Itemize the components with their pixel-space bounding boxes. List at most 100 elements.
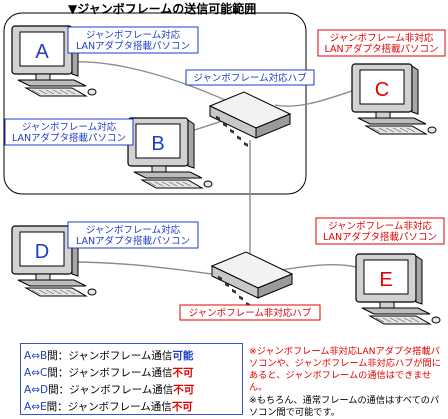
monitor-stand (35, 73, 51, 81)
legend-from: A (24, 401, 32, 413)
legend-row-ab: A⇔B間：ジャンボフレーム通信可能 (24, 348, 193, 363)
legend-arrow: ⇔ (31, 384, 40, 396)
notes: ※ジャンボフレーム非対応LANアダプタ搭載パソコンや、ジャンボフレーム非対応ハブ… (249, 346, 445, 419)
pc-c: C (351, 63, 437, 135)
hub-label-frame (185, 69, 315, 86)
monitor-screen (363, 259, 409, 295)
legend-result: 可能 (172, 350, 194, 362)
hub-label-top: ジャンボフレーム対応ハブ (185, 69, 315, 86)
hub-top (208, 91, 292, 147)
cable-c-hub (274, 89, 356, 107)
keyboard-key (59, 289, 69, 295)
mouse (431, 316, 441, 324)
monitor-side (415, 255, 423, 305)
label-frame (67, 26, 199, 54)
keyboard-key (59, 89, 69, 95)
pc-letter: B (151, 133, 164, 155)
hub-port (230, 128, 234, 134)
keyboard (140, 179, 204, 189)
monitor-stand (151, 165, 167, 173)
monitor-screen (19, 31, 65, 67)
keyboard-key (392, 127, 402, 133)
label-line2: LANアダプタ搭載パソコン (76, 235, 190, 247)
label-frame (4, 118, 134, 146)
hub-port (232, 288, 236, 294)
pc-letter: A (35, 41, 49, 63)
hub-port (223, 122, 227, 128)
hub-side-face (255, 113, 291, 139)
label-line1: ジャンボフレーム非対応 (328, 220, 432, 232)
legend-from: A (24, 350, 32, 362)
keyboard-key (154, 181, 164, 187)
pc-base (357, 117, 427, 125)
legend-row-ad: A⇔D間：ジャンボフレーム通信不可 (24, 382, 194, 397)
monitor-stand (375, 111, 391, 119)
legend-result: 不可 (172, 367, 194, 379)
pc-label-c: ジャンボフレーム非対応LANアダプタ搭載パソコン (317, 29, 446, 57)
pc-base (133, 171, 203, 179)
keyboard-key (45, 289, 55, 295)
label-frame (315, 217, 445, 245)
monitor-screen (19, 231, 65, 267)
legend-box: A⇔B間：ジャンボフレーム通信可能 A⇔C間：ジャンボフレーム通信不可 A⇔D間… (20, 343, 243, 415)
keyboard-key (396, 317, 406, 323)
monitor-stand (35, 273, 51, 281)
keyboard-key (403, 317, 413, 323)
hub-label-frame (179, 304, 321, 321)
label-line2: LANアダプタ搭載パソコン (76, 40, 190, 52)
hub-label-bottom: ジャンボフレーム非対応ハブ (179, 304, 321, 321)
hub-port (218, 275, 222, 281)
keyboard-key (182, 181, 192, 187)
legend-row-ac: A⇔C間：ジャンボフレーム通信不可 (24, 365, 194, 380)
keyboard-key (38, 289, 48, 295)
cable-e-hub (281, 264, 361, 271)
legend-arrow: ⇔ (31, 367, 40, 379)
keyboard-key (410, 317, 420, 323)
label-line2: LANアダプタ搭載パソコン (324, 43, 438, 55)
label-line2: LANアダプタ搭載パソコン (12, 132, 126, 144)
keyboard (24, 287, 88, 297)
hub-port (239, 295, 243, 301)
legend-to: C (40, 367, 48, 379)
pc-b: B (127, 117, 213, 189)
legend-arrow: ⇔ (31, 401, 40, 413)
legend-row-ae: A⇔E間：ジャンボフレーム通信不可 (24, 399, 193, 414)
keyboard-key (52, 289, 62, 295)
hub-bottom (210, 251, 294, 307)
legend-from: A (24, 367, 32, 379)
pc-letter: C (375, 79, 389, 101)
pc-letter: E (379, 269, 392, 291)
legend-result: 不可 (171, 401, 193, 413)
legend-text: 間：ジャンボフレーム通信 (48, 384, 174, 396)
keyboard-key (399, 127, 409, 133)
mouse (203, 180, 213, 188)
keyboard-key (52, 89, 62, 95)
keyboard-key (175, 181, 185, 187)
mouse (427, 126, 437, 134)
legend-to: E (40, 401, 47, 413)
hub-port (225, 282, 229, 288)
keyboard-key (375, 317, 385, 323)
cable-a-hub (71, 61, 226, 101)
label-line2: LANアダプタ搭載パソコン (323, 231, 437, 243)
hub-port (244, 142, 248, 147)
label-frame (67, 221, 199, 249)
legend-from: A (24, 384, 32, 396)
keyboard-key (406, 127, 416, 133)
pc-letter: D (35, 241, 49, 263)
keyboard-key (371, 127, 381, 133)
note-nonjumbo: ※ジャンボフレーム非対応LANアダプタ搭載パソコンや、ジャンボフレーム非対応ハブ… (249, 346, 441, 393)
jumbo-range-region (3, 12, 307, 195)
monitor-screen (135, 123, 181, 159)
keyboard-key (31, 89, 41, 95)
label-line1: ジャンボフレーム対応 (22, 121, 117, 133)
hub-label-text: ジャンボフレーム非対応ハブ (189, 307, 312, 319)
hub-port (216, 115, 220, 121)
pc-label-e: ジャンボフレーム非対応LANアダプタ搭載パソコン (315, 217, 445, 245)
pc-d: D (11, 225, 97, 297)
keyboard (24, 87, 88, 97)
pc-base (361, 307, 431, 315)
